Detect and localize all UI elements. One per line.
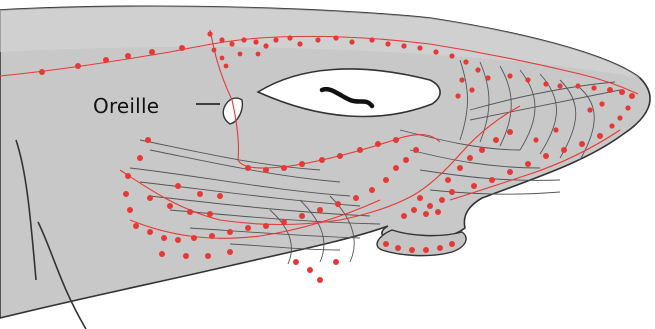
ear-label: Oreille xyxy=(93,94,159,118)
